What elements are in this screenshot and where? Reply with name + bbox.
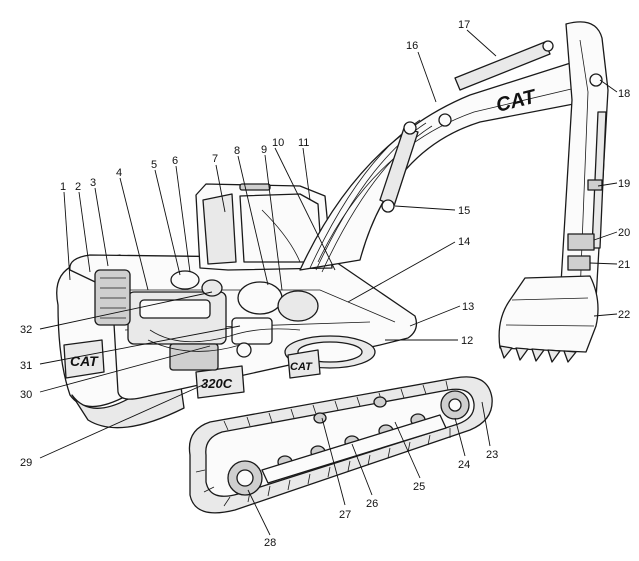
callout-5: 5 bbox=[151, 159, 157, 171]
callout-20: 20 bbox=[618, 227, 630, 239]
leader-13 bbox=[409, 305, 461, 327]
boom: CAT bbox=[299, 58, 605, 273]
leader-24 bbox=[454, 417, 466, 457]
side-brand-text: CAT bbox=[290, 361, 313, 373]
leader-23 bbox=[481, 401, 491, 447]
leader-2 bbox=[78, 191, 91, 273]
leader-20 bbox=[593, 231, 618, 241]
leader-10 bbox=[274, 147, 336, 271]
leader-30 bbox=[39, 345, 211, 393]
operator-cab bbox=[195, 183, 333, 271]
callout-12: 12 bbox=[461, 335, 473, 347]
callout-17: 17 bbox=[458, 19, 470, 31]
callout-23: 23 bbox=[486, 449, 498, 461]
leader-31 bbox=[39, 325, 241, 365]
callout-27: 27 bbox=[339, 509, 351, 521]
leader-11 bbox=[302, 147, 311, 201]
callout-14: 14 bbox=[458, 236, 470, 248]
callout-16: 16 bbox=[406, 40, 418, 52]
callout-29: 29 bbox=[20, 457, 32, 469]
stick-cylinder bbox=[454, 40, 554, 91]
bucket bbox=[498, 275, 599, 363]
callout-2: 2 bbox=[75, 181, 81, 193]
callout-10: 10 bbox=[272, 137, 284, 149]
callout-31: 31 bbox=[20, 360, 32, 372]
callout-18: 18 bbox=[618, 88, 630, 100]
callout-4: 4 bbox=[116, 167, 122, 179]
leader-26 bbox=[351, 443, 373, 496]
leader-5 bbox=[154, 169, 181, 276]
leader-22 bbox=[593, 313, 618, 317]
leader-lines bbox=[39, 29, 618, 536]
callout-30: 30 bbox=[20, 389, 32, 401]
callout-1: 1 bbox=[60, 181, 66, 193]
callout-8: 8 bbox=[234, 145, 240, 157]
callout-numbers: 1 2 3 4 5 6 7 8 9 10 11 12 13 14 15 16 1… bbox=[20, 19, 630, 549]
leader-32 bbox=[39, 291, 213, 330]
model-text: 320C bbox=[201, 376, 233, 391]
leader-29 bbox=[39, 383, 206, 459]
callout-7: 7 bbox=[212, 153, 218, 165]
leader-9 bbox=[264, 154, 283, 291]
leader-7 bbox=[215, 164, 226, 213]
leader-14 bbox=[347, 241, 456, 303]
callout-11: 11 bbox=[298, 137, 309, 149]
leader-3 bbox=[94, 187, 109, 267]
leader-18 bbox=[599, 79, 618, 93]
leader-8 bbox=[237, 155, 269, 286]
leader-19 bbox=[597, 182, 618, 187]
callout-19: 19 bbox=[618, 178, 630, 190]
callout-25: 25 bbox=[413, 481, 425, 493]
leader-6 bbox=[175, 165, 191, 273]
callout-28: 28 bbox=[264, 537, 276, 549]
leader-15 bbox=[394, 205, 456, 211]
leader-28 bbox=[247, 489, 271, 536]
callout-9: 9 bbox=[261, 144, 267, 156]
leader-16 bbox=[417, 51, 437, 103]
callout-15: 15 bbox=[458, 205, 470, 217]
callout-13: 13 bbox=[462, 301, 474, 313]
leader-17 bbox=[466, 29, 497, 57]
leader-27 bbox=[321, 417, 346, 506]
callout-32: 32 bbox=[20, 324, 32, 336]
callout-22: 22 bbox=[618, 309, 630, 321]
callout-24: 24 bbox=[458, 459, 470, 471]
leader-4 bbox=[119, 177, 149, 291]
callout-26: 26 bbox=[366, 498, 378, 510]
callout-6: 6 bbox=[172, 155, 178, 167]
leader-25 bbox=[394, 421, 421, 479]
leader-1 bbox=[63, 191, 71, 281]
callout-21: 21 bbox=[618, 259, 630, 271]
track-undercarriage bbox=[188, 376, 493, 514]
callout-3: 3 bbox=[90, 177, 96, 189]
excavator-illustration: CAT 320C CAT bbox=[56, 21, 609, 514]
leader-21 bbox=[589, 262, 618, 265]
